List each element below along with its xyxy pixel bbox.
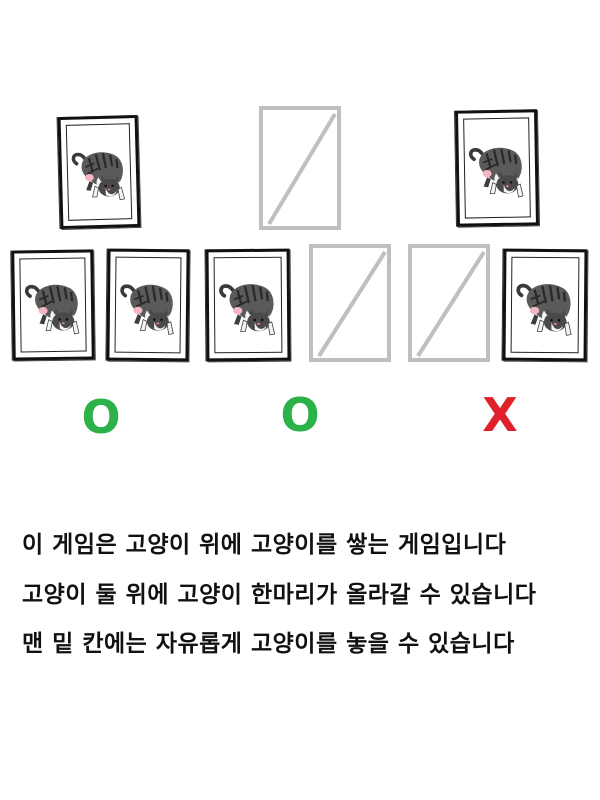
verdict-mark-middle: O — [280, 388, 320, 442]
rule-line-3: 맨 밑 칸에는 자유롭게 고양이를 놓을 수 있습니다 — [22, 631, 515, 657]
cat-image — [215, 258, 282, 353]
cat-card-bottom-2[interactable] — [106, 248, 190, 362]
empty-slot-icon — [309, 244, 391, 362]
verdict-mark-right: X — [482, 388, 518, 442]
cat-card-top-right[interactable] — [454, 109, 540, 227]
empty-slot-icon — [408, 244, 490, 362]
empty-slot-bottom-4[interactable] — [309, 244, 391, 362]
cat-image — [67, 124, 131, 220]
empty-slot-top-middle[interactable] — [259, 106, 341, 230]
cat-card-bottom-6[interactable] — [502, 248, 588, 362]
cat-image — [512, 258, 579, 353]
empty-slot-icon — [259, 106, 341, 230]
cat-image — [20, 259, 85, 352]
empty-slot-bottom-5[interactable] — [408, 244, 490, 362]
cat-image — [464, 118, 530, 217]
verdict-mark-left: O — [81, 390, 121, 444]
rule-line-1: 이 게임은 고양이 위에 고양이를 쌓는 게임입니다 — [22, 532, 507, 558]
cat-card-bottom-3[interactable] — [205, 248, 291, 362]
cat-card-top-left[interactable] — [57, 114, 141, 230]
cat-card-bottom-1[interactable] — [11, 249, 95, 361]
cat-image — [116, 258, 181, 353]
rule-line-2: 고양이 둘 위에 고양이 한마리가 올라갈 수 있습니다 — [22, 582, 537, 608]
